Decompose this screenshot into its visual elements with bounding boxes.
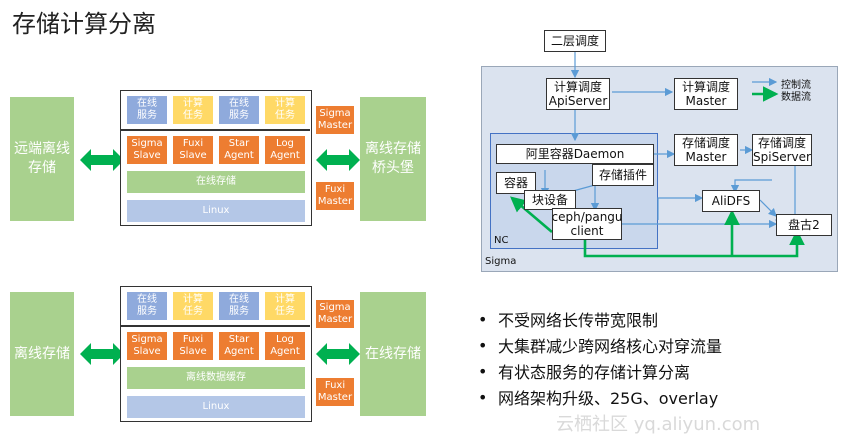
top-service-compute-1: 计算 任务 bbox=[173, 96, 213, 124]
compute-apiserver-box: 计算调度 ApiServer bbox=[546, 78, 610, 110]
top-agent-star-agent: Star Agent bbox=[219, 136, 259, 164]
bullet-dot: • bbox=[478, 387, 488, 407]
bottom-service-compute-2: 计算 任务 bbox=[265, 292, 305, 320]
alidfs-box: AliDFS bbox=[702, 190, 760, 212]
bullet-dot: • bbox=[478, 335, 488, 355]
bottom-agent-sigma-slave: Sigma Slave bbox=[127, 332, 167, 360]
bottom-node-stack: 在线 服务 计算 任务 在线 服务 计算 任务 Sigma Slave Fuxi… bbox=[120, 286, 312, 422]
bullet-item: • 有状态服务的存储计算分离 bbox=[478, 358, 838, 384]
compute-master-box: 计算调度 Master bbox=[674, 78, 738, 110]
bottom-left-storage-box: 离线存储 bbox=[10, 292, 74, 416]
sigma-label: Sigma bbox=[485, 256, 517, 267]
bullet-dot: • bbox=[478, 361, 488, 381]
page-title: 存储计算分离 bbox=[12, 10, 156, 38]
container-box: 容器 bbox=[496, 172, 536, 194]
container-daemon-box: 阿里容器Daemon bbox=[496, 144, 654, 164]
bottom-divider bbox=[121, 325, 310, 327]
layer2-scheduler-box: 二层调度 bbox=[544, 30, 606, 52]
top-divider bbox=[121, 129, 310, 131]
bottom-linux-bar: Linux bbox=[127, 396, 305, 418]
bottom-fuxi-master: Fuxi Master bbox=[316, 378, 354, 406]
top-middle-bar: 在线存储 bbox=[127, 171, 305, 193]
bottom-service-online-2: 在线 服务 bbox=[219, 292, 259, 320]
bottom-agent-log-agent: Log Agent bbox=[265, 332, 305, 360]
storage-plugin-box: 存储插件 bbox=[592, 164, 654, 186]
top-left-storage-box: 远端离线 存储 bbox=[10, 97, 74, 221]
bottom-agent-fuxi-slave: Fuxi Slave bbox=[173, 332, 213, 360]
bottom-sigma-master: Sigma Master bbox=[316, 300, 354, 328]
storage-master-box: 存储调度 Master bbox=[674, 134, 738, 166]
bullet-text: 大集群减少跨网络核心对穿流量 bbox=[498, 337, 723, 356]
bullet-text: 不受网络长传带宽限制 bbox=[498, 311, 659, 330]
top-right-double-arrow-icon bbox=[316, 149, 360, 171]
legend-control-flow: 控制流 bbox=[781, 80, 811, 91]
bullet-dot: • bbox=[478, 309, 488, 329]
bottom-service-online-1: 在线 服务 bbox=[127, 292, 167, 320]
storage-spiserver-box: 存储调度 SpiServer bbox=[752, 134, 812, 166]
arch-connections bbox=[510, 52, 805, 258]
top-fuxi-master: Fuxi Master bbox=[316, 182, 354, 210]
ceph-pangu-client-box: ceph/pangu client bbox=[551, 208, 623, 240]
top-service-online-2: 在线 服务 bbox=[219, 96, 259, 124]
legend-data-flow: 数据流 bbox=[781, 92, 811, 103]
bullet-item: • 不受网络长传带宽限制 bbox=[478, 306, 838, 332]
bottom-right-storage-box: 在线存储 bbox=[360, 292, 426, 416]
bottom-service-compute-1: 计算 任务 bbox=[173, 292, 213, 320]
top-left-double-arrow-icon bbox=[80, 149, 124, 171]
top-linux-bar: Linux bbox=[127, 200, 305, 222]
top-node-stack: 在线 服务 计算 任务 在线 服务 计算 任务 Sigma Slave Fuxi… bbox=[120, 90, 312, 226]
top-sigma-master: Sigma Master bbox=[316, 106, 354, 134]
watermark-text: 云栖社区 yq.aliyun.com bbox=[556, 414, 761, 435]
bullet-item: • 网络架构升级、25G、overlay bbox=[478, 384, 838, 410]
top-agent-sigma-slave: Sigma Slave bbox=[127, 136, 167, 164]
bullet-text: 有状态服务的存储计算分离 bbox=[498, 363, 691, 382]
bullet-text: 网络架构升级、25G、overlay bbox=[498, 389, 719, 408]
bullet-list: • 不受网络长传带宽限制 • 大集群减少跨网络核心对穿流量 • 有状态服务的存储… bbox=[478, 306, 838, 410]
nc-label: NC bbox=[494, 235, 509, 246]
bottom-middle-bar: 离线数据缓存 bbox=[127, 367, 305, 389]
top-right-storage-box: 离线存储 桥头堡 bbox=[360, 97, 426, 221]
bottom-right-double-arrow-icon bbox=[316, 343, 360, 365]
pangu2-box: 盘古2 bbox=[776, 214, 832, 236]
block-device-box: 块设备 bbox=[524, 190, 576, 210]
bullet-item: • 大集群减少跨网络核心对穿流量 bbox=[478, 332, 838, 358]
top-agent-log-agent: Log Agent bbox=[265, 136, 305, 164]
top-agent-fuxi-slave: Fuxi Slave bbox=[173, 136, 213, 164]
bottom-agent-star-agent: Star Agent bbox=[219, 332, 259, 360]
bottom-left-double-arrow-icon bbox=[80, 343, 124, 365]
top-service-online-1: 在线 服务 bbox=[127, 96, 167, 124]
top-service-compute-2: 计算 任务 bbox=[265, 96, 305, 124]
